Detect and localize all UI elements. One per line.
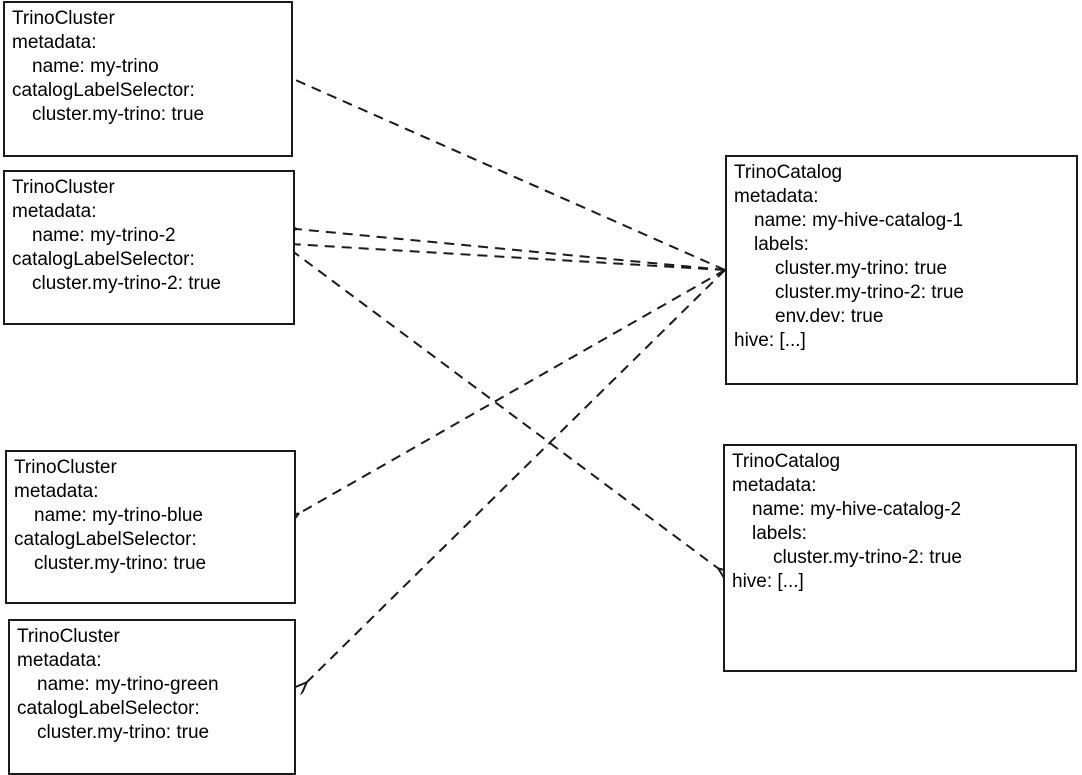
node-line: metadata: bbox=[12, 201, 97, 222]
node-line: name: my-trino-2 bbox=[32, 225, 176, 246]
node-line: cluster.my-trino: true bbox=[34, 553, 207, 574]
edges-group bbox=[290, 78, 725, 683]
node-line: metadata: bbox=[17, 650, 102, 671]
node-line: TrinoCluster bbox=[17, 626, 120, 647]
node-body: TrinoCluster metadata: name: my-trino-2 cat… bbox=[12, 176, 293, 296]
node-trinocluster-my-trino[interactable]: TrinoCluster metadata: name: my-trino catal… bbox=[3, 1, 293, 157]
node-trinocluster-my-trino-blue[interactable]: TrinoCluster metadata: name: my-trino-blue… bbox=[5, 450, 296, 604]
node-trinocluster-my-trino-2[interactable]: TrinoCluster metadata: name: my-trino-2 cat… bbox=[3, 170, 295, 325]
node-line: TrinoCluster bbox=[12, 8, 115, 29]
node-line: name: my-trino-green bbox=[37, 674, 219, 695]
node-line: name: my-trino bbox=[32, 56, 159, 77]
node-body: TrinoCluster metadata: name: my-trino-gree… bbox=[17, 625, 294, 745]
node-line: labels: bbox=[754, 234, 809, 255]
node-line: TrinoCluster bbox=[14, 457, 117, 478]
node-body: TrinoCluster metadata: name: my-trino catal… bbox=[12, 7, 291, 127]
node-line: metadata: bbox=[14, 481, 99, 502]
node-line: metadata: bbox=[12, 32, 97, 53]
node-line: TrinoCluster bbox=[12, 177, 115, 198]
node-line: cluster.my-trino: true bbox=[32, 104, 205, 125]
node-line: cluster.my-trino-2: true bbox=[773, 547, 962, 568]
node-line: cluster.my-trino-2: true bbox=[32, 273, 221, 294]
node-line: hive: [...] bbox=[732, 571, 804, 592]
node-line: metadata: bbox=[734, 186, 819, 207]
node-line: cluster.my-trino-2: true bbox=[775, 282, 964, 303]
node-body: TrinoCatalog metadata: name: my-hive-catal… bbox=[734, 161, 1076, 353]
node-line: catalogLabelSelector: bbox=[17, 698, 200, 719]
node-line: cluster.my-trino: true bbox=[775, 258, 948, 279]
edge-edge-my-trino-2-to-cat2 bbox=[290, 249, 719, 569]
edge-edge-cat1-to-my-trino-2-b bbox=[290, 244, 726, 271]
node-body: TrinoCluster metadata: name: my-trino-blue… bbox=[14, 456, 294, 576]
node-line: name: my-hive-catalog-2 bbox=[752, 499, 962, 520]
node-line: name: my-hive-catalog-1 bbox=[754, 210, 964, 231]
node-line: TrinoCatalog bbox=[734, 162, 843, 183]
node-line: labels: bbox=[752, 523, 807, 544]
edge-edge-cat1-to-my-trino-2-a bbox=[296, 229, 726, 271]
node-line: catalogLabelSelector: bbox=[12, 80, 195, 101]
node-line: cluster.my-trino: true bbox=[37, 722, 210, 743]
edge-edge-cat1-to-my-trino-blue bbox=[298, 269, 726, 514]
node-line: metadata: bbox=[732, 475, 817, 496]
node-trinocatalog-my-hive-catalog-1[interactable]: TrinoCatalog metadata: name: my-hive-catal… bbox=[725, 155, 1078, 385]
edge-edge-cat1-to-my-trino-green bbox=[306, 269, 726, 683]
node-line: name: my-trino-blue bbox=[34, 505, 203, 526]
node-body: TrinoCatalog metadata: name: my-hive-catal… bbox=[732, 450, 1075, 594]
node-trinocatalog-my-hive-catalog-2[interactable]: TrinoCatalog metadata: name: my-hive-catal… bbox=[723, 444, 1077, 672]
node-line: hive: [...] bbox=[734, 330, 806, 351]
node-line: catalogLabelSelector: bbox=[14, 529, 197, 550]
edge-edge-cat1-to-my-trino bbox=[291, 78, 726, 271]
node-trinocluster-my-trino-green[interactable]: TrinoCluster metadata: name: my-trino-gree… bbox=[8, 619, 296, 775]
node-line: TrinoCatalog bbox=[732, 451, 841, 472]
node-line: catalogLabelSelector: bbox=[12, 249, 195, 270]
node-line: env.dev: true bbox=[775, 306, 884, 327]
